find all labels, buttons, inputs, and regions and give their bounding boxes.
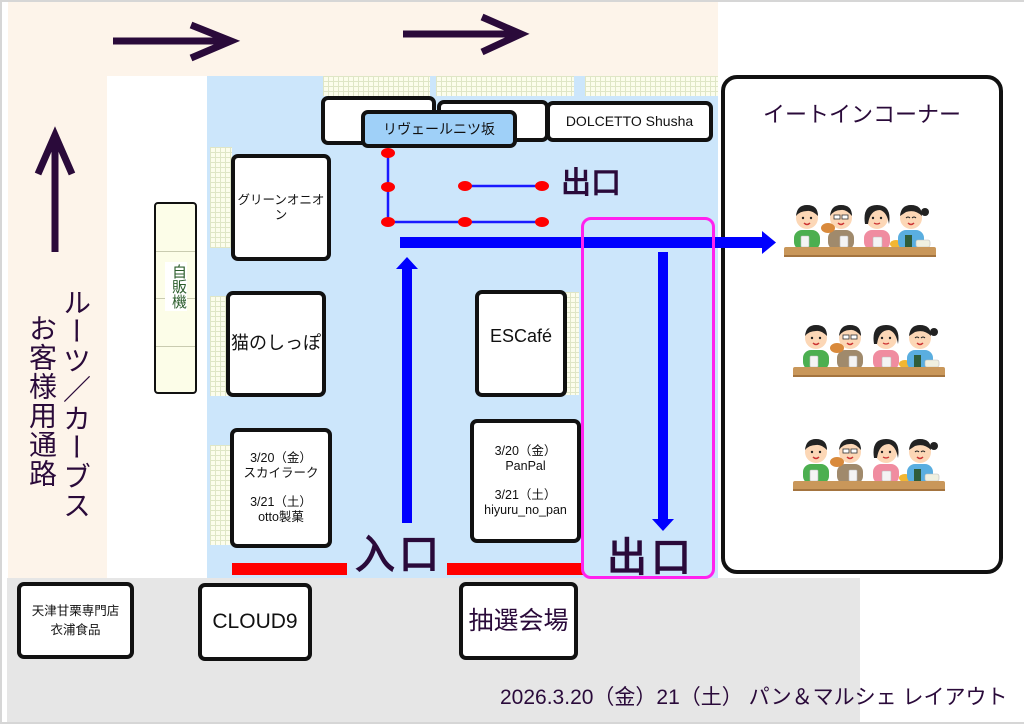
booth-day1-date: 3/20（金） [494, 444, 557, 458]
booth-dolcetto[interactable]: DOLCETTO Shusha [546, 101, 713, 142]
booth-day1-name: PanPal [505, 459, 546, 473]
booth-name: グリーンオニオン [237, 192, 325, 222]
table-icon [793, 481, 945, 491]
vending-machine: 自販機 [154, 202, 197, 394]
booth-name: DOLCETTO Shusha [565, 113, 694, 130]
booth-name: 猫のしっぽ [231, 333, 321, 354]
diner-icon [821, 205, 854, 250]
customer-corridor-left [8, 76, 107, 578]
diner-icon [907, 439, 940, 484]
vending-divider [156, 346, 195, 347]
booth-name: ESCafé [489, 326, 553, 346]
booth-panpal-hiyuru[interactable]: 3/20（金） PanPal 3/21（土） hiyuru_no_pan [470, 419, 581, 543]
layout-title: 2026.3.20（金）21（土） パン＆マルシェ レイアウト [500, 686, 1008, 709]
booth-name: リヴェールニツ坂 [383, 120, 495, 137]
queue-exit-label: 出口 [561, 167, 621, 200]
booth-riveil[interactable]: リヴェールニツ坂 [361, 110, 517, 148]
booth-day2-name: otto製菓 [258, 510, 304, 524]
diner-icon [898, 205, 931, 250]
booth-day1-name: スカイラーク [243, 466, 319, 480]
diners-illustration [793, 325, 945, 377]
diner-icon [864, 205, 902, 250]
diner-icon [907, 325, 940, 370]
booth-day2-date: 3/21（土） [250, 495, 312, 509]
eat-in-table-group [784, 200, 936, 262]
main-exit-label: 出口 [607, 536, 695, 580]
table-icon [793, 367, 945, 377]
booth-neko-no-shippo[interactable]: 猫のしっぽ [226, 291, 326, 397]
diner-icon [830, 325, 863, 370]
booth-day2-name: hiyuru_no_pan [484, 503, 567, 517]
booth-name: CLOUD9 [212, 610, 298, 634]
eat-in-table-group [793, 434, 945, 496]
tile-area [565, 292, 579, 395]
tile-area [210, 147, 232, 248]
outside-area [7, 578, 860, 722]
booth-tenshin-amaguri[interactable]: 天津甘栗専門店 衣浦食品 [17, 582, 134, 659]
booth-name-line1: 天津甘栗専門店 [31, 603, 120, 618]
booth-escafe[interactable]: ESCafé [475, 290, 567, 397]
diner-icon [830, 439, 863, 484]
eat-in-title: イートインコーナー [762, 102, 961, 127]
entrance-label: 入口 [355, 533, 443, 577]
booth-name: 抽選会場 [468, 607, 569, 635]
tile-area [436, 76, 574, 96]
booth-skylark-otto[interactable]: 3/20（金） スカイラーク 3/21（土） otto製菓 [230, 428, 332, 548]
table-edge [793, 489, 945, 491]
diner-icon [794, 205, 820, 250]
diner-icon [803, 439, 829, 484]
diners-illustration [784, 205, 936, 257]
booth-cloud9[interactable]: CLOUD9 [198, 583, 312, 661]
booth-day1-date: 3/20（金） [250, 451, 312, 465]
eat-in-table-group [793, 320, 945, 382]
table-edge [793, 375, 945, 377]
diner-icon [873, 439, 911, 484]
vending-machine-label: 自販機 [165, 262, 187, 311]
customer-corridor-top [8, 2, 718, 76]
table-edge [784, 255, 936, 257]
booth-day2-date: 3/21（土） [494, 488, 557, 502]
corridor-label-customer-passage: お客様用通路 [26, 314, 57, 488]
booth-name-line2: 衣浦食品 [50, 622, 101, 637]
diner-icon [803, 325, 829, 370]
booth-lottery[interactable]: 抽選会場 [459, 582, 578, 660]
table-icon [784, 247, 936, 257]
vending-divider [156, 251, 195, 252]
tile-area [585, 76, 718, 96]
tile-area [323, 76, 430, 96]
diner-icon [873, 325, 911, 370]
booth-green-onion[interactable]: グリーンオニオン [231, 154, 331, 261]
diners-illustration [793, 439, 945, 491]
corridor-label-roots-curves: ルーツ／カーブス [60, 288, 91, 520]
eat-in-corner[interactable]: イートインコーナー [721, 75, 1003, 574]
tile-area [210, 445, 232, 545]
